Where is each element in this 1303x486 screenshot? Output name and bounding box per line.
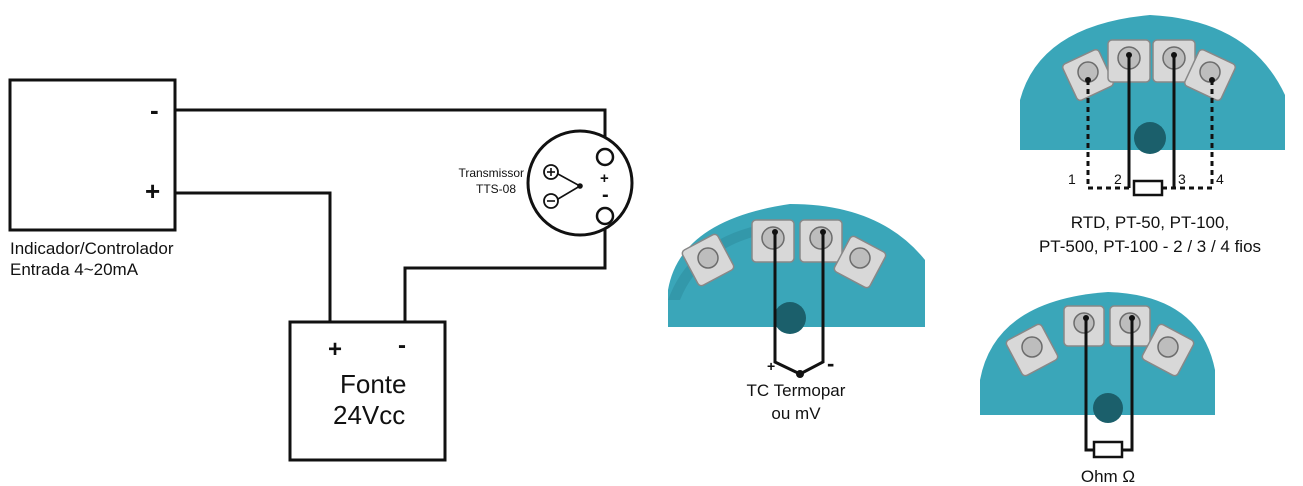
transmitter-terminal-minus [595, 206, 615, 226]
indicator-box [8, 78, 177, 232]
supply-voltage: 24Vcc [333, 400, 405, 430]
wire-indicator-plus-to-supply-plus [175, 191, 332, 322]
supply-name: Fonte [340, 369, 407, 399]
transmitter-body [526, 129, 634, 237]
wire-transmitter-minus-to-supply-minus [403, 222, 607, 322]
supply-plus-label: + [328, 336, 342, 363]
rtd-terminal-3: 3 [1178, 171, 1186, 187]
thermocouple-junction [796, 370, 804, 378]
ohm-resistor-icon [1092, 440, 1124, 459]
transmitter-plus-label: + [600, 170, 609, 187]
thermocouple-wire-plus [773, 232, 801, 376]
terminal-block-thermocouple [668, 204, 925, 334]
supply-box [288, 320, 447, 462]
indicator-minus-label: - [150, 95, 159, 125]
transmitter-terminal-plus [595, 147, 615, 167]
indicator-plus-label: + [145, 176, 160, 206]
rtd-subtitle: PT-500, PT-100 - 2 / 3 / 4 fios [1039, 237, 1261, 256]
terminal-block-rtd [1020, 15, 1285, 154]
thermocouple-subtitle: ou mV [771, 404, 821, 423]
supply-minus-label: - [398, 332, 406, 359]
wire-indicator-minus-to-transmitter-plus [175, 108, 607, 150]
rtd-terminal-4: 4 [1216, 171, 1224, 187]
rtd-title: RTD, PT-50, PT-100, [1071, 213, 1229, 232]
thermocouple-title: TC Termopar [747, 381, 846, 400]
rtd-wire-4 [1162, 80, 1214, 190]
rtd-terminal-1: 1 [1068, 171, 1076, 187]
rtd-wire-1 [1086, 80, 1134, 190]
transmitter-name: Transmissor [458, 166, 524, 180]
transmitter-minus-label: - [602, 184, 609, 206]
ohm-wire-left [1084, 318, 1094, 452]
indicator-name: Indicador/Controlador [10, 239, 174, 258]
rtd-terminal-2: 2 [1114, 171, 1122, 187]
thermocouple-plus-label: + [767, 358, 775, 374]
ohm-label: Ohm Ω [1081, 467, 1135, 486]
thermocouple-minus-label: - [827, 351, 834, 376]
thermocouple-wire-minus [799, 232, 825, 376]
rtd-resistor-icon [1132, 179, 1164, 197]
terminal-block-ohm [980, 292, 1215, 423]
indicator-input-label: Entrada 4~20mA [10, 260, 139, 279]
ohm-wire-right [1122, 318, 1134, 452]
transmitter-model: TTS-08 [476, 182, 516, 196]
